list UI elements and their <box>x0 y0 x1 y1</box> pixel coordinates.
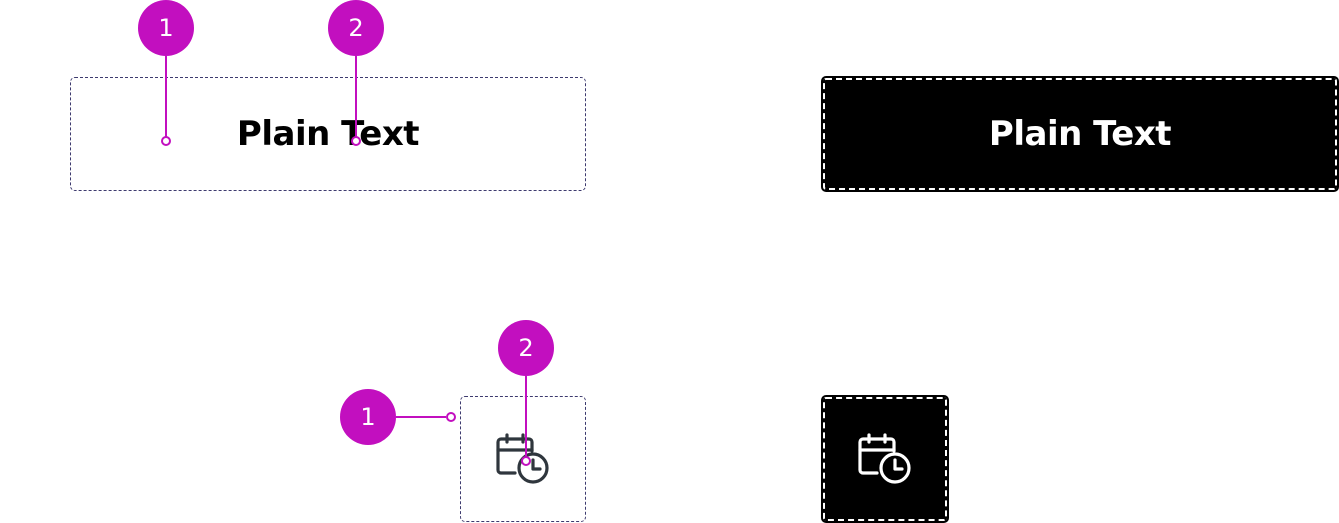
icon-container-inverse <box>821 395 949 523</box>
icon-container-outline <box>460 396 586 522</box>
plain-text-label-inverse: Plain Text <box>988 114 1172 154</box>
text-container-inverse: Plain Text <box>821 76 1339 192</box>
text-container-outline: Plain Text <box>70 77 586 191</box>
leader-dot-icon-1 <box>446 412 456 422</box>
marker-text-1: 1 <box>138 0 194 56</box>
marker-icon-1: 1 <box>340 389 396 445</box>
marker-icon-2: 2 <box>498 320 554 376</box>
marker-text-2: 2 <box>328 0 384 56</box>
calendar-clock-icon <box>496 433 549 484</box>
plain-text-label: Plain Text <box>236 114 420 154</box>
calendar-clock-icon-inverse <box>858 433 911 484</box>
